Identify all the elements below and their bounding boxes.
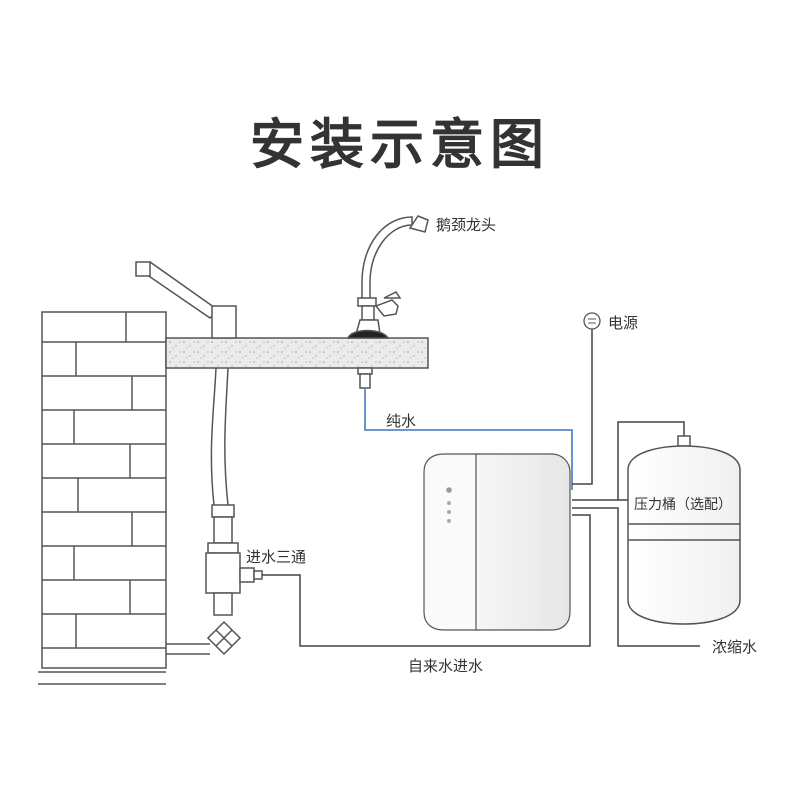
floor bbox=[38, 671, 166, 685]
countertop bbox=[165, 337, 429, 369]
pure-water-line bbox=[364, 388, 573, 490]
indicator-light bbox=[447, 519, 451, 523]
label-concentrate-water: 浓缩水 bbox=[712, 638, 758, 656]
power-plug-icon bbox=[583, 312, 601, 330]
label-tap-water-inlet: 自来水进水 bbox=[408, 657, 484, 675]
tap-water-line bbox=[262, 514, 591, 647]
kitchen-faucet bbox=[135, 261, 237, 339]
page-title: 安装示意图 bbox=[250, 113, 550, 176]
indicator-light bbox=[447, 510, 451, 514]
gooseneck-faucet bbox=[346, 215, 429, 389]
label-power: 电源 bbox=[608, 314, 639, 332]
inlet-tee bbox=[205, 504, 263, 616]
water-purifier bbox=[423, 453, 571, 631]
brick-wall bbox=[41, 311, 167, 669]
indicator-light bbox=[446, 487, 452, 493]
angle-valve bbox=[166, 620, 242, 656]
label-pure-water: 纯水 bbox=[386, 412, 417, 430]
label-gooseneck-faucet: 鹅颈龙头 bbox=[436, 216, 497, 234]
indicator-light bbox=[447, 501, 451, 505]
pressure-tank bbox=[627, 435, 741, 625]
label-pressure-tank: 压力桶（选配） bbox=[634, 497, 732, 513]
tank-lines bbox=[572, 421, 700, 647]
label-inlet-tee: 进水三通 bbox=[246, 548, 307, 566]
braided-hose bbox=[210, 367, 229, 506]
power-line bbox=[572, 328, 593, 485]
